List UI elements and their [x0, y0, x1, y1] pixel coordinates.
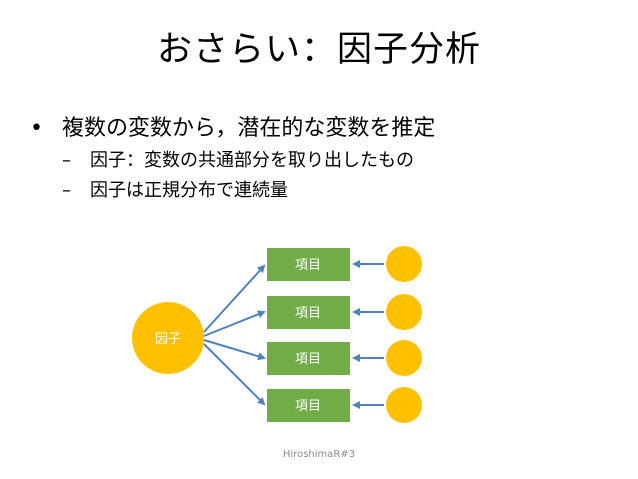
- item-label: 項目: [295, 352, 321, 367]
- bullet-mark: •: [30, 116, 43, 141]
- slide-footer: HiroshimaR#3: [282, 449, 356, 460]
- item-label: 項目: [295, 258, 321, 273]
- bullet-list: • 複数の変数から，潜在的な変数を推定 – 因子：変数の共通部分を取り出したもの…: [26, 112, 435, 206]
- sub-bullet-mark: –: [62, 150, 71, 171]
- factor-label: 因子: [155, 332, 181, 347]
- error-node: [386, 294, 422, 330]
- factor-to-item-arrow: [203, 310, 266, 337]
- sub-bullet-item: – 因子：変数の共通部分を取り出したもの: [26, 146, 435, 176]
- error-node: [386, 246, 422, 282]
- factor-node: [132, 302, 204, 374]
- error-node: [386, 340, 422, 376]
- factor-to-item-arrow: [203, 264, 266, 333]
- item-box: [267, 248, 350, 281]
- item-box: [267, 389, 350, 422]
- sub-bullet-mark: –: [62, 180, 71, 201]
- factor-to-item-arrow: [203, 339, 266, 361]
- item-box: [267, 342, 350, 375]
- sub-bullet-text: 因子は正規分布で連続量: [90, 180, 288, 201]
- item-label: 項目: [295, 306, 321, 321]
- bullet-item: • 複数の変数から，潜在的な変数を推定: [26, 112, 435, 146]
- factor-to-item-arrow: [203, 343, 266, 406]
- item-box: [267, 296, 350, 329]
- sub-bullet-text: 因子：変数の共通部分を取り出したもの: [90, 150, 414, 171]
- item-label: 項目: [295, 399, 321, 414]
- error-node: [386, 387, 422, 423]
- slide-title: おさらい：因子分析: [156, 30, 481, 70]
- sub-bullet-item: – 因子は正規分布で連続量: [26, 176, 435, 206]
- bullet-text: 複数の変数から，潜在的な変数を推定: [62, 116, 436, 141]
